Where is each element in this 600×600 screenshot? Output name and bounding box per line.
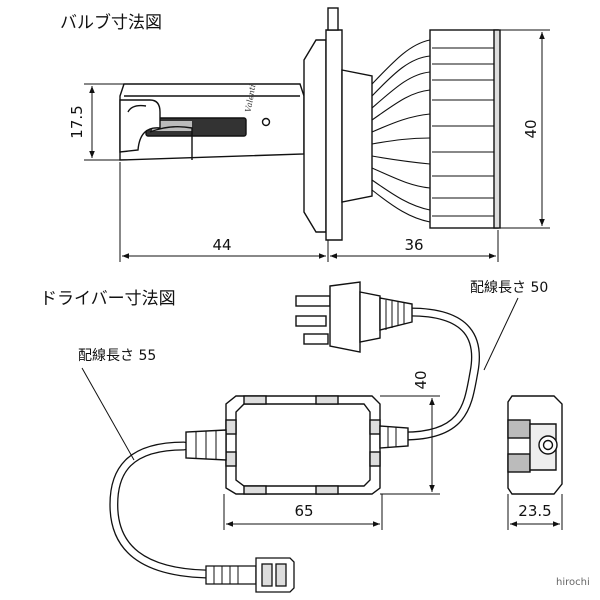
driver-drawing-title: ドライバー寸法図	[40, 289, 176, 309]
driver-side-view	[507, 395, 563, 495]
bulb-illustration	[119, 7, 501, 241]
cable-label-left-leader	[81, 367, 135, 461]
bulb-length-dimensions	[119, 162, 499, 262]
driver-plug-connector	[295, 281, 413, 353]
driver-depth-value: 23.5	[518, 502, 551, 520]
driver-box	[185, 395, 409, 495]
bulb-drawing-title: バルブ寸法図	[60, 12, 162, 33]
driver-height-value: 40	[412, 370, 430, 389]
driver-bottom-connector	[205, 557, 295, 593]
bulb-length-right-value: 36	[404, 236, 423, 254]
cable-length-label-right: 配線長さ 50	[470, 280, 548, 296]
cable-length-label-left: 配線長さ 55	[78, 348, 156, 364]
cable-label-right-leader	[483, 297, 519, 371]
bulb-diameter-value: 40	[522, 119, 540, 138]
driver-depth-dimension	[507, 494, 563, 530]
watermark: hirochi	[556, 577, 590, 588]
bulb-diameter-dimension	[500, 29, 550, 229]
bulb-height-dimension	[84, 83, 124, 161]
driver-height-dimension	[380, 395, 440, 495]
bulb-height-value: 17.5	[68, 105, 86, 138]
driver-width-dimension	[223, 494, 383, 530]
bulb-length-left-value: 44	[212, 236, 231, 254]
driver-width-value: 65	[294, 502, 313, 520]
